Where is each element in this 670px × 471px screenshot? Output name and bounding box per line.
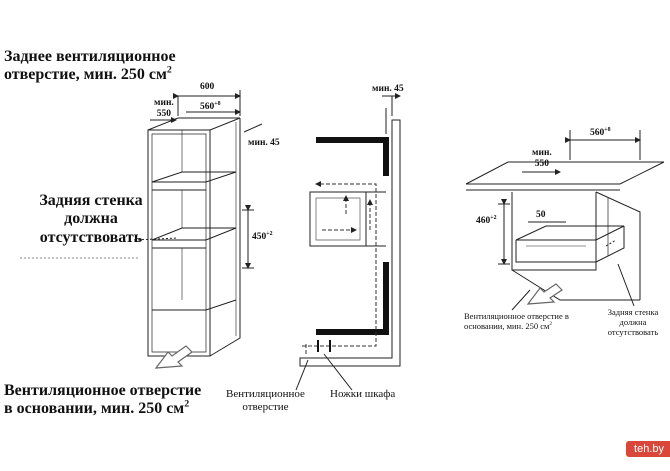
dim-min45-top: мин. 45 [372, 84, 404, 94]
cabinet-legs-label: Ножки шкафа [330, 388, 396, 400]
right-wall-label: Задняя стенка должна отсутствовать [607, 307, 659, 337]
back-wall-label: Задняя стенка должна отсутствовать [39, 192, 143, 246]
dim-r460: 460+2 [476, 214, 497, 226]
counter-view [465, 130, 665, 311]
base-vent-arrow [154, 345, 193, 369]
dim-r-min-550: мин. 550 [532, 148, 552, 169]
base-vent-label: Вентиляционное отверстие в основании, ми… [4, 382, 202, 418]
dim-450: 450+2 [252, 230, 273, 242]
dim-min45-right: мин. 45 [248, 138, 280, 148]
right-vent-label: Вентиляционное отверстие в основании, ми… [464, 311, 569, 331]
rear-vent-label: Заднее вентиляционное отверстие, мин. 25… [4, 48, 176, 84]
dim-r50: 50 [536, 210, 546, 220]
right-vent-arrow [526, 283, 563, 305]
watermark-badge: teh.by [626, 441, 670, 457]
mid-vent-label: Вентиляционное отверстие [226, 388, 305, 413]
dim-560: 560+8 [200, 100, 221, 112]
tall-cabinet [20, 90, 263, 357]
dim-600: 600 [200, 82, 215, 92]
dim-min-550: мин. 550 [154, 98, 174, 119]
dim-r560: 560+8 [590, 126, 611, 138]
section-view [295, 93, 401, 391]
